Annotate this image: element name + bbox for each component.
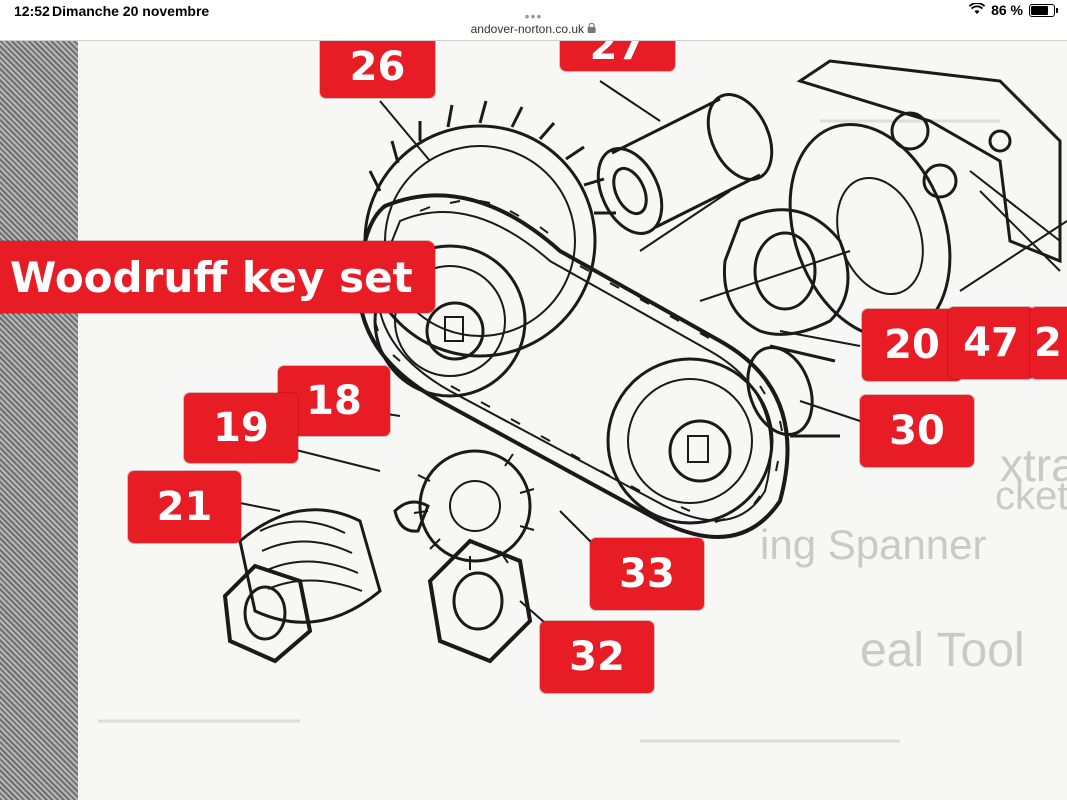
callout-32: 32 xyxy=(540,621,654,693)
ghost-text-3: ing Spanner xyxy=(760,521,987,568)
ghost-text-2: cket xyxy=(995,474,1067,518)
battery-percent: 86 % xyxy=(991,2,1023,18)
lock-icon xyxy=(587,22,596,33)
woodruff-key-banner: Woodruff key set xyxy=(0,241,435,313)
callout-27: 27 xyxy=(560,41,675,71)
callout-19: 19 xyxy=(184,393,298,463)
battery-icon xyxy=(1029,3,1058,17)
url-text[interactable]: andover-norton.co.uk xyxy=(471,22,597,36)
more-dots-icon[interactable]: ••• xyxy=(524,8,543,24)
wifi-icon xyxy=(968,2,986,18)
callout-20: 20 xyxy=(862,309,962,381)
status-time: 12:52 xyxy=(14,3,50,19)
callout-33: 33 xyxy=(590,538,704,610)
callout-2x: 2 xyxy=(1030,307,1067,379)
status-bar: 12:52 Dimanche 20 novembre 86 % xyxy=(0,0,1067,22)
callout-26: 26 xyxy=(320,41,435,98)
address-bar[interactable]: ••• andover-norton.co.uk xyxy=(0,8,1067,40)
browser-divider xyxy=(0,40,1067,41)
callout-47: 47 xyxy=(948,307,1034,379)
scan-edge-strip xyxy=(0,41,78,800)
callout-30: 30 xyxy=(860,395,974,467)
status-date: Dimanche 20 novembre xyxy=(52,3,210,19)
ghost-text-4: eal Tool xyxy=(860,624,1025,677)
status-right: 86 % xyxy=(968,2,1058,18)
callout-21: 21 xyxy=(128,471,241,543)
